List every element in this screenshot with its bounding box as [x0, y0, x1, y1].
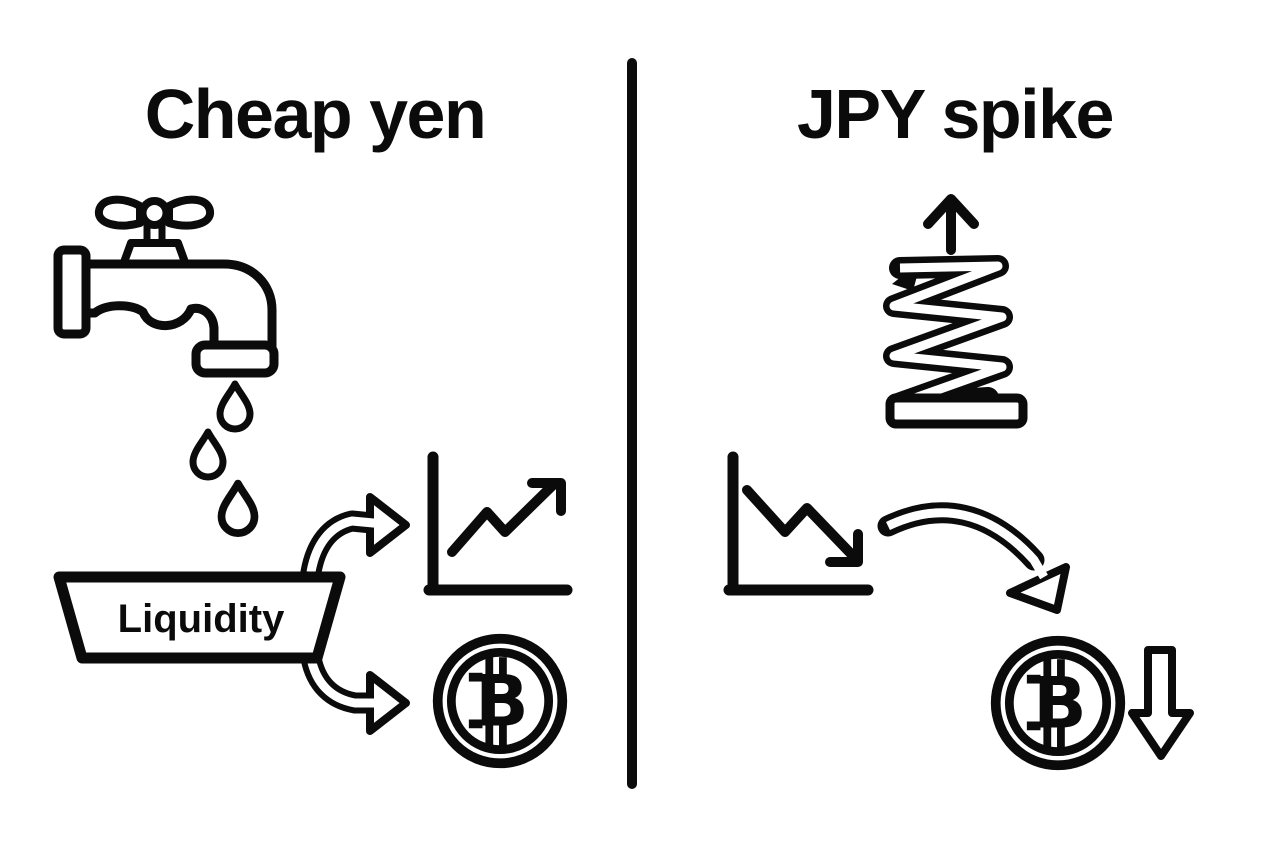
rising-trend-arrowhead [527, 478, 566, 516]
faucet-body [79, 259, 277, 353]
down-arrow-shape [1128, 646, 1194, 760]
btc-glyph: B [1033, 662, 1086, 744]
split-curved-arrows [300, 493, 410, 735]
faucet-icon [53, 195, 279, 537]
water-drop [189, 428, 227, 481]
btc-left-bar [468, 719, 483, 729]
falling-trend-line [742, 485, 862, 565]
basin-label: Liquidity [118, 597, 285, 641]
btc-top-prong [1057, 659, 1065, 681]
falling-chart-icon [723, 451, 874, 596]
curved-arrowhead [1006, 563, 1070, 614]
bitcoin-coin-icon: B [432, 633, 568, 769]
btc-bottom-prong [499, 724, 507, 746]
left-panel-title: Cheap yen [144, 75, 487, 153]
btc-bottom-prong [1043, 726, 1052, 748]
coin-inner-ring [1004, 649, 1112, 757]
spring-icon [883, 194, 1028, 429]
rising-trend-line [447, 480, 558, 557]
water-drops-icon [189, 380, 259, 537]
curved-down-arrow-icon [877, 502, 1070, 614]
water-drop [217, 479, 259, 537]
faucet-handle-left-wing [95, 195, 144, 230]
falling-trend-arrowhead [825, 529, 863, 567]
curved-arrow-band-core [886, 508, 1048, 580]
rising-chart-icon [423, 451, 573, 596]
faucet-handle-hub [138, 197, 171, 229]
btc-left-bar [1026, 674, 1041, 684]
coin-outer-ring [990, 635, 1126, 771]
btc-top-prong [499, 657, 507, 679]
spring-base-plate [885, 393, 1028, 429]
coin-outer-ring [432, 633, 568, 769]
panel-divider [627, 58, 637, 789]
upper-arrow-band-core [306, 516, 385, 573]
btc-top-prong [1043, 659, 1052, 681]
btc-glyph: B [475, 660, 528, 742]
btc-bottom-prong [485, 724, 494, 746]
liquidity-basin: Liquidity [53, 571, 346, 664]
btc-left-bar [1026, 721, 1041, 731]
water-drop [216, 380, 254, 433]
btc-left-bar [468, 672, 483, 682]
up-arrow-icon [923, 194, 979, 255]
right-panel-title: JPY spike [797, 75, 1115, 153]
btc-bottom-prong [1057, 726, 1065, 748]
faucet-spout-cap [191, 340, 279, 378]
faucet-handle-right-wing [165, 195, 214, 230]
lower-arrow-band-core [306, 656, 384, 708]
basin-shape [53, 571, 346, 664]
down-arrow-icon [1128, 646, 1194, 760]
faucet-flange [53, 245, 91, 339]
coin-inner-ring [446, 647, 554, 755]
btc-top-prong [485, 657, 494, 679]
up-arrow-head [923, 194, 979, 229]
bitcoin-coin-icon: B [990, 635, 1126, 771]
